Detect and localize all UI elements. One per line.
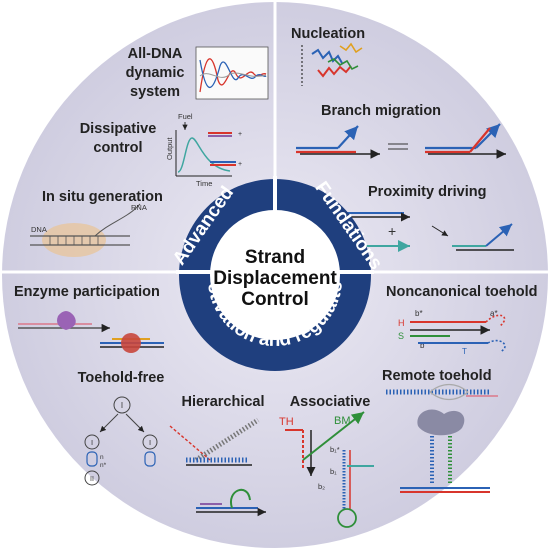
label-bstar: b* bbox=[415, 309, 423, 318]
section-in-situ-generation: In situ generation DNA RNA bbox=[30, 189, 163, 257]
section-proximity-driving: Proximity driving + bbox=[346, 184, 514, 252]
section-nucleation: Nucleation bbox=[291, 26, 365, 86]
section-dissipative-control: Dissipative control Fuel Output Time + + bbox=[80, 112, 242, 188]
label-hierarchical: Hierarchical bbox=[181, 394, 264, 410]
toehold-free-node-left bbox=[84, 434, 100, 450]
section-toehold-free: Toehold-free I I I n n* II bbox=[78, 370, 165, 486]
label-remote-toehold: Remote toehold bbox=[382, 368, 492, 384]
label-b1: b₁ bbox=[330, 467, 337, 476]
label-dna: DNA bbox=[31, 225, 47, 234]
label-n: n bbox=[100, 454, 104, 461]
oscillation-blue-curve bbox=[199, 59, 267, 89]
nucleation-strand-blue bbox=[311, 48, 343, 64]
toehold-free-arrow-right bbox=[125, 413, 145, 433]
label-all-dna-line1: All-DNA bbox=[128, 46, 183, 62]
section-all-dna-dynamic-system: All-DNA dynamic system bbox=[126, 46, 269, 100]
label-dissipative-line1: Dissipative bbox=[80, 121, 157, 137]
toehold-free-duplex-left bbox=[86, 451, 98, 467]
label-dissipative-line2: control bbox=[93, 140, 142, 156]
label-i-left: I bbox=[91, 438, 93, 447]
toehold-free-node-bottom bbox=[84, 470, 100, 486]
toehold-free-node-right bbox=[142, 434, 158, 450]
label-branch-migration: Branch migration bbox=[321, 103, 441, 119]
label-plus-2: + bbox=[238, 161, 242, 168]
center-line3: Control bbox=[241, 289, 309, 310]
label-rna: RNA bbox=[131, 203, 147, 212]
assoc-loop bbox=[337, 508, 357, 528]
label-ii: II bbox=[90, 476, 94, 483]
bm-left-blue-branch bbox=[337, 125, 359, 149]
center-line1: Strand bbox=[245, 247, 305, 268]
enzyme-blob-purple bbox=[57, 311, 76, 330]
assoc-green-diag bbox=[302, 411, 365, 461]
section-enzyme-participation: Enzyme participation bbox=[14, 284, 164, 353]
section-noncanonical-toehold: Noncanonical toehold b* a* H S b T bbox=[386, 284, 537, 356]
section-hierarchical: Hierarchical bbox=[169, 394, 266, 517]
label-s: S bbox=[398, 331, 404, 341]
rna-transcript bbox=[94, 203, 141, 237]
nucleation-strand-red bbox=[317, 65, 352, 78]
label-b1s: b₁* bbox=[330, 445, 340, 454]
label-th: TH bbox=[279, 416, 294, 428]
nct-blue-loop bbox=[487, 339, 506, 353]
label-output: Output bbox=[165, 137, 174, 160]
label-enzyme-participation: Enzyme participation bbox=[14, 284, 160, 300]
label-i-top: I bbox=[121, 401, 123, 410]
label-bm: BM bbox=[334, 415, 351, 427]
label-associative: Associative bbox=[290, 394, 371, 410]
label-plus: + bbox=[388, 223, 396, 239]
label-proximity-driving: Proximity driving bbox=[368, 184, 486, 200]
section-associative: Associative TH BM b₁* b₁ b₂ bbox=[279, 394, 374, 528]
hier2-green-loop bbox=[229, 488, 251, 509]
label-all-dna-line3: system bbox=[130, 84, 180, 100]
label-nucleation: Nucleation bbox=[291, 26, 365, 42]
label-in-situ-generation: In situ generation bbox=[42, 189, 163, 205]
bm-right-blue-branch bbox=[475, 123, 501, 149]
bm-right-red-branch bbox=[469, 127, 491, 153]
dna-rungs bbox=[49, 236, 99, 245]
label-fuel: Fuel bbox=[178, 112, 193, 121]
prox-product-blue bbox=[485, 223, 513, 247]
label-plus-1: + bbox=[238, 131, 242, 138]
oscillation-gray-curve bbox=[199, 72, 267, 78]
nucleation-strand-green bbox=[327, 58, 359, 71]
label-i-right: I bbox=[149, 438, 151, 447]
center-line2: Displacement bbox=[213, 268, 337, 289]
remote-protein-blob bbox=[417, 409, 465, 436]
label-time: Time bbox=[196, 179, 212, 188]
label-noncanonical-toehold: Noncanonical toehold bbox=[386, 284, 537, 300]
remote-bubble-top bbox=[429, 383, 469, 393]
section-branch-migration: Branch migration bbox=[296, 103, 506, 159]
label-toehold-free: Toehold-free bbox=[78, 370, 165, 386]
toehold-free-node-top bbox=[113, 396, 131, 414]
label-nstar: n* bbox=[100, 462, 107, 469]
label-b: b bbox=[420, 341, 425, 350]
toehold-free-duplex-right bbox=[144, 451, 156, 467]
remote-bubble-bottom bbox=[429, 391, 469, 401]
bm-equilibrium bbox=[388, 143, 408, 150]
center-hub bbox=[210, 210, 340, 340]
label-all-dna-line2: dynamic bbox=[126, 65, 185, 81]
section-remote-toehold: Remote toehold bbox=[382, 368, 498, 493]
enzyme-blob-red bbox=[121, 333, 141, 353]
label-h: H bbox=[398, 318, 405, 328]
label-t: T bbox=[462, 347, 467, 356]
label-astar: a* bbox=[490, 309, 498, 318]
toehold-free-arrow-left bbox=[99, 413, 119, 433]
nucleation-strand-yellow bbox=[339, 42, 363, 54]
prox-reaction-arrow bbox=[431, 225, 449, 237]
nct-red-loop bbox=[485, 314, 506, 327]
hier-red-branch bbox=[169, 425, 211, 461]
label-b2: b₂ bbox=[318, 482, 325, 491]
